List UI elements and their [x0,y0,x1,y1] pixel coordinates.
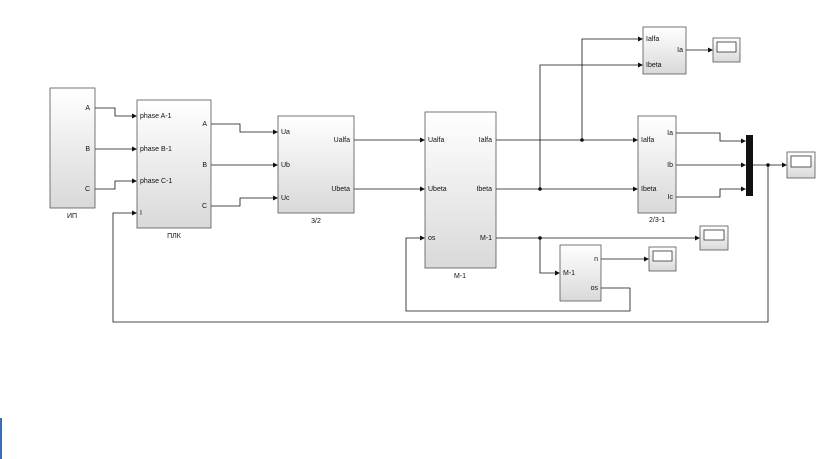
b231-out-ib: Ib [667,162,673,169]
ip-out-a: A [85,105,90,112]
speed-in-m1: M-1 [563,270,575,277]
wire-ia[interactable] [676,132,743,142]
plk-out-a: A [202,121,207,128]
wire-current-feedback[interactable] [112,165,769,323]
m1-name: M-1 [454,273,466,280]
speed-out-n: n [594,256,598,263]
block-top-converter[interactable]: Ialfa Ibeta Ia [642,26,687,75]
plk-name: ПЛК [167,233,182,240]
m1-in-ubeta: Ubeta [428,186,447,193]
wires [95,36,787,323]
scope-top[interactable] [712,37,741,63]
b231-out-ic: Ic [668,194,674,201]
b231-name: 2/3-1 [649,217,665,224]
m1-out-ialfa: Ialfa [479,137,492,144]
b231-in-ibeta: Ibeta [641,186,657,193]
scope-speed[interactable] [648,246,677,272]
b231-out-ia: Ia [667,130,673,137]
block-3-2[interactable]: Ua Ub Uc Ualfa Ubeta 3/2 [277,115,355,225]
window-edge-accent [0,418,2,459]
mux-block[interactable] [746,135,753,196]
ip-name: ИП [67,213,77,220]
plk-in-b: phase B-1 [140,146,172,153]
plk-out-c: C [202,203,207,210]
b32-in-ub: Ub [281,162,290,169]
scope-m1[interactable] [699,225,729,251]
m1-in-os: os [428,235,436,242]
plk-in-a: phase A-1 [140,113,172,120]
ip-out-b: B [85,146,90,153]
wire-a[interactable] [95,107,134,117]
b32-out-ubeta: Ubeta [331,186,350,193]
ip-out-c: C [85,186,90,193]
block-speed[interactable]: M-1 n os [559,244,602,302]
m1-out-m1: M-1 [480,235,492,242]
m1-in-ualfa: Ualfa [428,137,444,144]
plk-out-b: B [202,162,207,169]
top-in-ialfa: Ialfa [646,36,659,43]
top-in-ibeta: Ibeta [646,62,662,69]
block-m1[interactable]: Ualfa Ubeta os Ialfa Ibeta M-1 M-1 [424,111,497,280]
top-out-ia: Ia [677,47,683,54]
wire-ic[interactable] [676,188,743,198]
speed-out-os: os [591,285,599,292]
wire-c[interactable] [95,180,134,190]
block-2-3-1[interactable]: Ialfa Ibeta Ia Ib Ic 2/3-1 [637,115,677,224]
scope-currents[interactable] [786,151,816,179]
wire-os-feedback[interactable] [405,237,631,312]
b32-out-ualfa: Ualfa [334,137,350,144]
b32-in-ua: Ua [281,129,290,136]
wire-plk-c[interactable] [211,197,275,207]
plk-in-i: I [140,210,142,217]
b32-in-uc: Uc [281,195,290,202]
block-ip[interactable]: A B C ИП [49,87,96,220]
b32-name: 3/2 [311,218,321,225]
wire-plk-a[interactable] [211,123,275,133]
plk-in-c: phase C-1 [140,178,172,185]
b231-in-ialfa: Ialfa [641,137,654,144]
m1-out-ibeta: Ibeta [476,186,492,193]
block-plk[interactable]: phase A-1 phase B-1 phase C-1 I A B C ПЛ… [136,99,212,240]
